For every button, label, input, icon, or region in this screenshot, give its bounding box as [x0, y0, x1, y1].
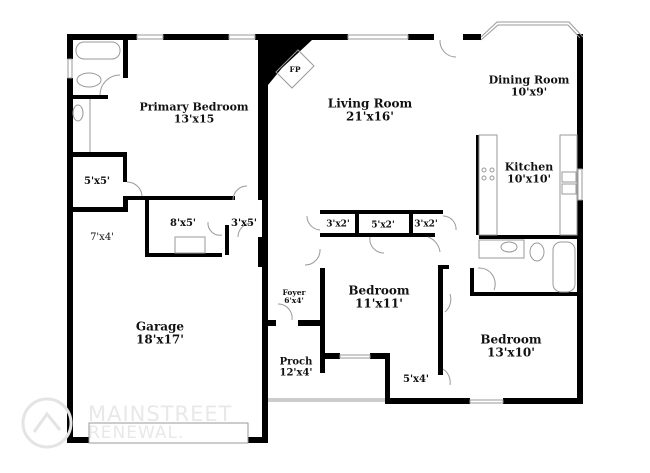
room-label-primary-bedroom: Primary Bedroom 13'x15	[139, 101, 248, 124]
logo-mark-icon	[21, 397, 73, 449]
closet-label-3x2-right: 3'x2'	[414, 219, 438, 230]
room-name: Living Room	[327, 96, 413, 111]
room-name: Kitchen	[504, 160, 554, 174]
closet-label-5x4: 5'x4'	[402, 373, 430, 385]
room-dims: 11'x11'	[355, 296, 403, 310]
closet-label-5x2: 5'x2'	[371, 220, 395, 231]
room-label-kitchen: Kitchen 10'x10'	[505, 161, 554, 184]
closet-label-5x5: 5'x5'	[83, 175, 111, 187]
room-dims: 13'x10'	[487, 345, 535, 359]
room-dims: 6'x4'	[284, 296, 304, 305]
room-dims: 10'x9'	[510, 85, 548, 98]
room-name: Bedroom	[480, 332, 542, 347]
room-name: Bedroom	[348, 283, 410, 298]
fireplace-label: FP	[289, 65, 301, 75]
room-dims: 13'x15	[173, 112, 215, 125]
room-name: Foyer	[282, 288, 306, 298]
closet-label-3x5: 3'x5'	[230, 217, 258, 229]
room-label-porch: Proch 12'x4'	[279, 356, 313, 379]
room-label-living-room: Living Room 21'x16'	[328, 97, 413, 122]
room-dims: 21'x16'	[346, 109, 394, 123]
room-dims: 18'x17'	[136, 332, 184, 346]
closet-label-7x4: 7'x4'	[90, 231, 114, 243]
closet-label-3x2-left: 3'x2'	[326, 219, 350, 230]
room-name: Dining Room	[488, 73, 570, 87]
closet-label-8x5: 8'x5'	[169, 217, 197, 229]
room-label-bedroom-2: Bedroom 13'x10'	[480, 333, 541, 358]
room-name: Garage	[135, 319, 185, 334]
room-label-dining-room: Dining Room 10'x9'	[489, 74, 570, 97]
room-dims: 12'x4'	[279, 367, 313, 378]
watermark-line2: RENEWAL.	[88, 423, 185, 443]
room-label-bedroom-1: Bedroom 11'x11'	[348, 284, 409, 309]
watermark-logo: MAINSTREET RENEWAL.	[88, 404, 233, 442]
room-label-garage: Garage 18'x17'	[136, 320, 184, 345]
room-name: Primary Bedroom	[139, 100, 249, 114]
room-name: Proch	[279, 356, 313, 368]
walls	[67, 34, 583, 443]
watermark-line1: MAINSTREET	[88, 402, 233, 426]
fixtures	[67, 21, 584, 444]
room-dims: 10'x10'	[507, 172, 551, 185]
room-label-foyer: Foyer 6'x4'	[283, 289, 306, 305]
